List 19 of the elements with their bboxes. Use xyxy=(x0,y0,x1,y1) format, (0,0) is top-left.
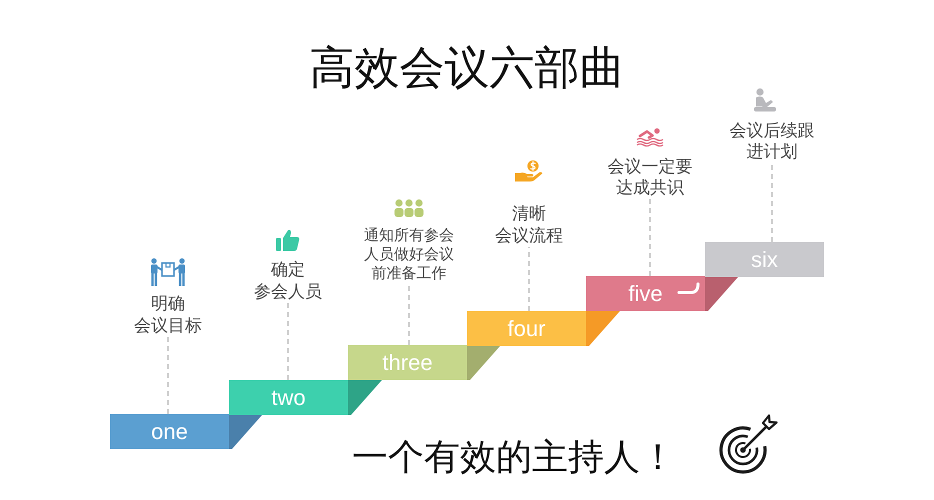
step-description: 确定参会人员 xyxy=(252,259,324,303)
step-block: five xyxy=(586,276,705,311)
dashed-line xyxy=(528,247,530,311)
step-description: 通知所有参会人员做好会议前准备工作 xyxy=(362,226,456,283)
dashed-line xyxy=(649,199,651,276)
dashed-line xyxy=(167,337,169,414)
step-description: 明确会议目标 xyxy=(132,293,204,337)
dashed-line xyxy=(408,283,410,345)
step-description: 会议一定要达成共识 xyxy=(606,157,694,199)
step-description: 清晰会议流程 xyxy=(493,203,565,247)
step-description: 会议后续跟进计划 xyxy=(728,121,816,163)
step-block: three xyxy=(348,345,467,380)
dashed-line xyxy=(287,303,289,380)
step-block: one xyxy=(110,414,229,449)
title: 高效会议六部曲 xyxy=(310,40,624,96)
step-block: two xyxy=(229,380,348,415)
step-block: four xyxy=(467,311,586,346)
dashed-line xyxy=(771,163,773,242)
tagline-text: 一个有效的主持人！ xyxy=(352,436,676,480)
